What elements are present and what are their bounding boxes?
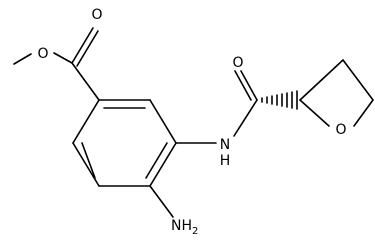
ester-ether-oxygen-label: O xyxy=(37,46,48,62)
bond-amide-carbonyl-2 xyxy=(234,70,252,101)
amide-nitrogen-label: N xyxy=(220,137,230,153)
bond-ester-carbonyl xyxy=(71,27,94,64)
bond-ring-inner-3 xyxy=(81,142,96,179)
bond-ring-3 xyxy=(149,142,177,187)
ester-carbonyl-oxygen-label: O xyxy=(91,7,102,23)
amine-subscript-label: 2 xyxy=(192,226,198,237)
amine-nitrogen-label: N xyxy=(171,218,181,234)
bond-amide-n-carbon xyxy=(233,99,258,137)
bond-ester-o-carbon xyxy=(53,52,73,64)
bond-amide-carbonyl xyxy=(240,70,258,101)
amine-label: NH2 xyxy=(171,218,198,237)
oxetane-oxygen-label: O xyxy=(335,122,346,138)
bond-oxetane-2 xyxy=(342,59,374,101)
bond-ester-carbonyl-2 xyxy=(76,30,99,67)
amide-hydrogen-label: H xyxy=(220,153,231,169)
bond-ring-5 xyxy=(72,142,100,187)
bond-oxetane-1 xyxy=(299,59,344,101)
bond-oxetane-4 xyxy=(299,99,330,127)
bond-methyl xyxy=(13,53,32,65)
bond-oxetane-3 xyxy=(353,99,374,127)
bond-ring-inner-2 xyxy=(145,142,168,179)
bond-stereo-hash xyxy=(261,90,298,110)
bond-ring-6 xyxy=(72,99,100,144)
bond-amine xyxy=(149,185,174,218)
amine-hydrogen-label: H xyxy=(181,218,192,234)
amide-oxygen-label: O xyxy=(232,55,243,71)
bond-ester-carbon-ring xyxy=(71,62,100,101)
bond-ring-2 xyxy=(149,99,177,144)
